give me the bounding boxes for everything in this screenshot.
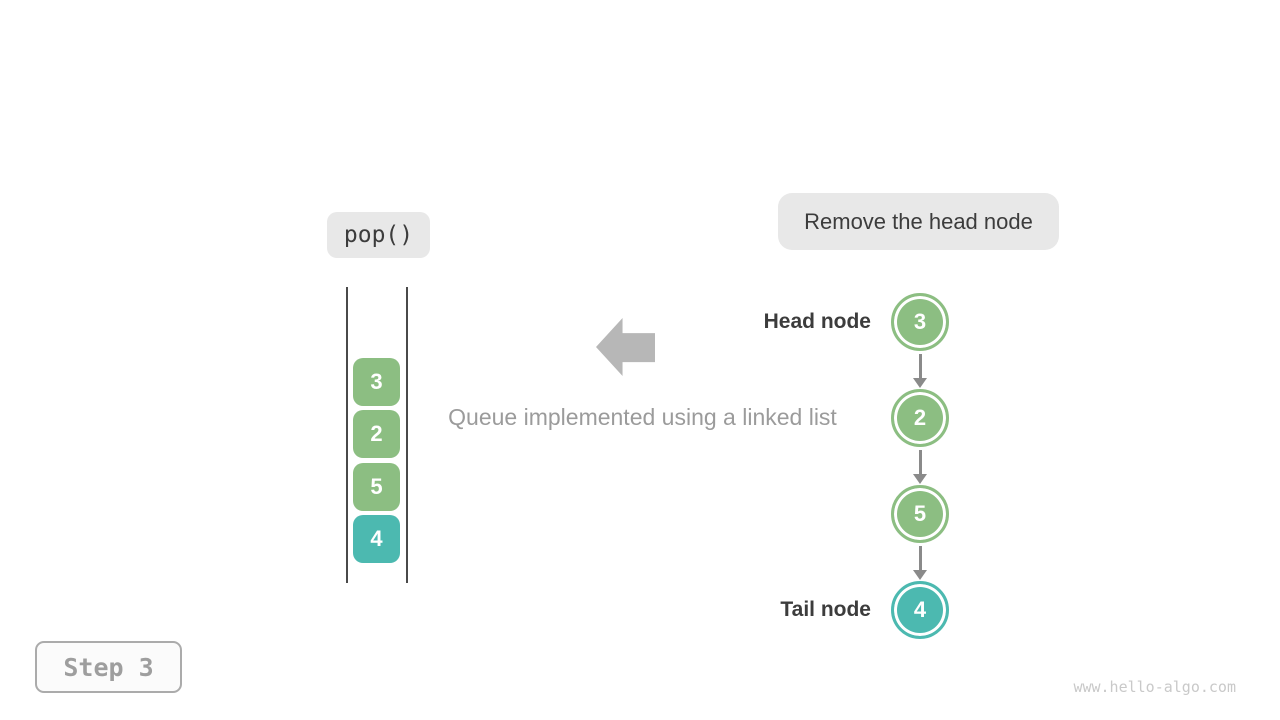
arrow-stem (918, 354, 922, 379)
list-node: 2 (891, 389, 949, 447)
down-arrow-icon (913, 546, 927, 580)
queue-item: 5 (353, 463, 400, 511)
queue-item: 3 (353, 358, 400, 406)
operation-badge: pop() (327, 212, 430, 258)
arrow-stem (918, 546, 922, 571)
list-node: 5 (891, 485, 949, 543)
head-node-label: Head node (763, 310, 871, 333)
step-badge: Step 3 (35, 641, 182, 693)
queue-right-wall (406, 287, 408, 583)
arrow-head (913, 570, 927, 580)
left-arrow-icon (596, 318, 655, 376)
list-node: 3 (891, 293, 949, 351)
arrow-stem (918, 450, 922, 475)
down-arrow-icon (913, 354, 927, 388)
queue-item: 4 (353, 515, 400, 563)
arrow-head (913, 474, 927, 484)
queue-left-wall (346, 287, 348, 583)
caption-badge: Remove the head node (778, 193, 1059, 250)
down-arrow-icon (913, 450, 927, 484)
arrow-head (913, 378, 927, 388)
queue-item: 2 (353, 410, 400, 458)
tail-node-label: Tail node (780, 598, 871, 621)
watermark: www.hello-algo.com (1073, 678, 1236, 696)
queue-caption: Queue implemented using a linked list (448, 404, 837, 430)
list-node: 4 (891, 581, 949, 639)
